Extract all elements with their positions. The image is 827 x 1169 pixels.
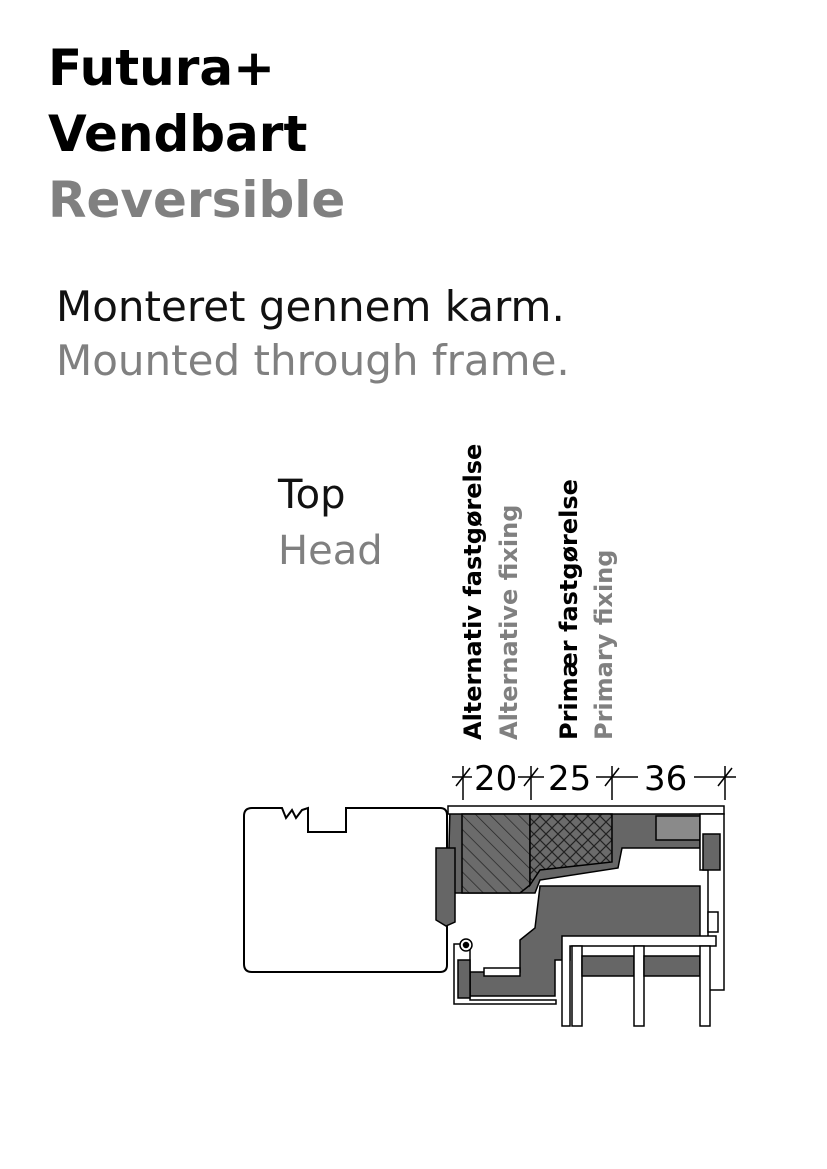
wall-block [243,806,448,973]
title-line-vendbart: Vendbart [48,105,308,163]
dimension-value-1: 20 [474,759,517,799]
position-label-english: Head [278,528,383,574]
title-line-reversible: Reversible [48,171,346,229]
alternative-fixing-label-danish: Alternativ fastgørelse [459,444,487,740]
description-english: Mounted through frame. [56,336,570,385]
frame-profile [435,805,725,1005]
description-danish: Monteret gennem karm. [56,282,565,331]
title-line-futura: Futura+ [48,39,276,97]
primary-fixing-label-danish: Primær fastgørelse [555,479,583,740]
dimension-line [452,766,736,800]
position-label-danish: Top [278,472,346,518]
glazing-unit [561,935,717,1027]
primary-fixing-label-english: Primary fixing [590,550,618,740]
alternative-fixing-label-english: Alternative fixing [495,505,523,740]
dimension-value-3: 36 [644,759,687,799]
dimension-value-2: 25 [548,759,591,799]
